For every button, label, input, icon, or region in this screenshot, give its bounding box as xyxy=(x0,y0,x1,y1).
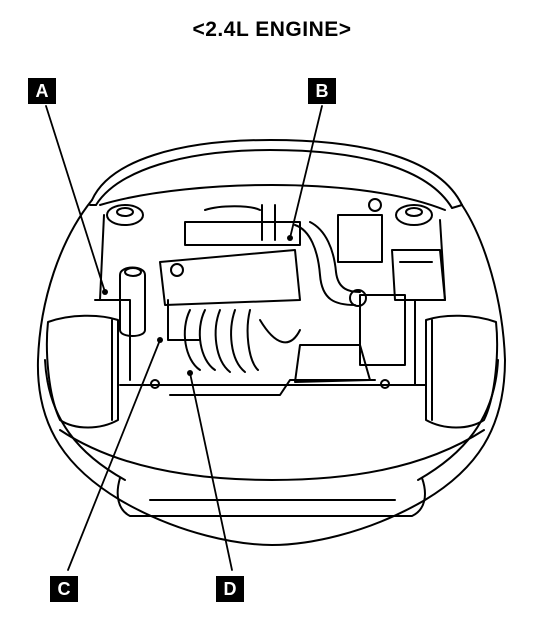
washer-reservoir xyxy=(119,266,146,337)
relay-box xyxy=(337,214,383,263)
leader-line-c xyxy=(67,339,161,571)
intake-hose xyxy=(294,221,367,307)
diagram-title: <2.4L ENGINE> xyxy=(192,18,352,41)
hood xyxy=(89,139,463,209)
air-cleaner xyxy=(294,294,406,383)
leader-lines xyxy=(45,105,323,571)
leader-line-a xyxy=(45,105,106,293)
battery xyxy=(391,249,446,301)
callout-c: C xyxy=(50,576,78,602)
mount-bolts xyxy=(150,379,390,389)
callout-b: B xyxy=(308,78,336,104)
engine-block xyxy=(159,204,301,373)
right-headlight xyxy=(425,314,499,429)
engine-bay xyxy=(94,184,446,396)
target-points xyxy=(102,235,293,376)
leader-line-b xyxy=(289,105,323,239)
callout-d: D xyxy=(216,576,244,602)
left-strut-tower xyxy=(106,204,144,226)
body-outline xyxy=(36,199,506,546)
leader-line-d xyxy=(189,372,233,571)
right-strut-tower xyxy=(368,198,433,226)
callout-a: A xyxy=(28,78,56,104)
left-headlight xyxy=(45,314,119,429)
